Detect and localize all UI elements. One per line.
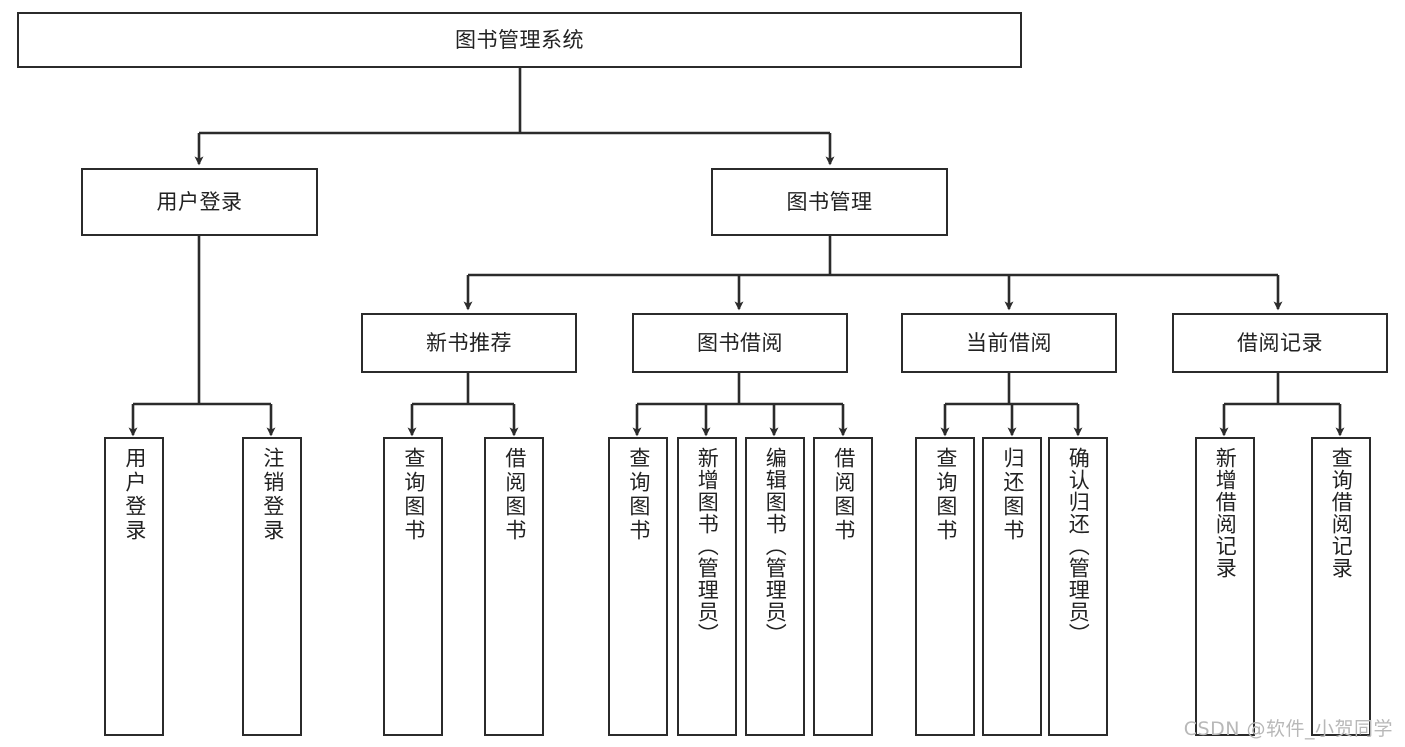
connector-group-new-book [407, 373, 519, 437]
node-leaf-recommend-borrow-book[interactable]: 借阅图书 [484, 437, 544, 736]
node-book-management-label: 图书管理 [786, 189, 873, 214]
node-leaf-borrow-borrow-book-label: 借阅图书 [831, 447, 856, 543]
node-leaf-current-confirm-return[interactable]: 确认归还（管理员） [1048, 437, 1108, 736]
node-leaf-borrow-query-book-label: 查询图书 [626, 447, 651, 543]
node-user-login-label: 用户登录 [156, 189, 243, 214]
node-leaf-record-add-label: 新增借阅记录 [1213, 447, 1238, 579]
node-leaf-current-return-book[interactable]: 归还图书 [982, 437, 1042, 736]
node-leaf-current-confirm-return-label: 确认归还（管理员） [1066, 447, 1091, 645]
node-current-borrow[interactable]: 当前借阅 [901, 313, 1117, 373]
node-root-system[interactable]: 图书管理系统 [17, 12, 1022, 68]
node-borrow-record-label: 借阅记录 [1237, 330, 1323, 355]
node-leaf-user-login-signin-label: 用户登录 [122, 447, 147, 543]
node-new-book-recommend[interactable]: 新书推荐 [361, 313, 577, 373]
node-leaf-current-query-book[interactable]: 查询图书 [915, 437, 975, 736]
node-leaf-recommend-query-book[interactable]: 查询图书 [383, 437, 443, 736]
node-leaf-recommend-borrow-book-label: 借阅图书 [502, 447, 527, 543]
node-new-book-recommend-label: 新书推荐 [426, 330, 512, 355]
node-book-borrow[interactable]: 图书借阅 [632, 313, 848, 373]
node-user-login[interactable]: 用户登录 [81, 168, 318, 236]
connector-group-book-borrow [632, 373, 848, 437]
node-leaf-borrow-add-book[interactable]: 新增图书（管理员） [677, 437, 737, 736]
node-leaf-user-login-signout[interactable]: 注销登录 [242, 437, 302, 736]
node-leaf-borrow-edit-book[interactable]: 编辑图书（管理员） [745, 437, 805, 736]
node-current-borrow-label: 当前借阅 [966, 330, 1052, 355]
node-leaf-borrow-query-book[interactable]: 查询图书 [608, 437, 668, 736]
connector-group-user-login [128, 236, 276, 437]
node-leaf-recommend-query-book-label: 查询图书 [401, 447, 426, 543]
node-leaf-borrow-edit-book-label: 编辑图书（管理员） [763, 447, 788, 645]
node-leaf-current-return-book-label: 归还图书 [1000, 447, 1025, 543]
connector-group-book-mgmt [463, 236, 1283, 311]
node-leaf-current-query-book-label: 查询图书 [933, 447, 958, 543]
node-leaf-record-query[interactable]: 查询借阅记录 [1311, 437, 1371, 736]
node-leaf-user-login-signout-label: 注销登录 [260, 447, 285, 543]
node-leaf-borrow-borrow-book[interactable]: 借阅图书 [813, 437, 873, 736]
node-leaf-user-login-signin[interactable]: 用户登录 [104, 437, 164, 736]
node-book-management[interactable]: 图书管理 [711, 168, 948, 236]
node-leaf-record-add[interactable]: 新增借阅记录 [1195, 437, 1255, 736]
node-leaf-borrow-add-book-label: 新增图书（管理员） [695, 447, 720, 645]
node-root-system-label: 图书管理系统 [455, 27, 584, 52]
node-borrow-record[interactable]: 借阅记录 [1172, 313, 1388, 373]
connector-group-root [194, 68, 835, 166]
node-leaf-record-query-label: 查询借阅记录 [1329, 447, 1354, 579]
node-book-borrow-label: 图书借阅 [697, 330, 783, 355]
connector-group-current-borrow [940, 373, 1083, 437]
connector-group-borrow-record [1219, 373, 1345, 437]
